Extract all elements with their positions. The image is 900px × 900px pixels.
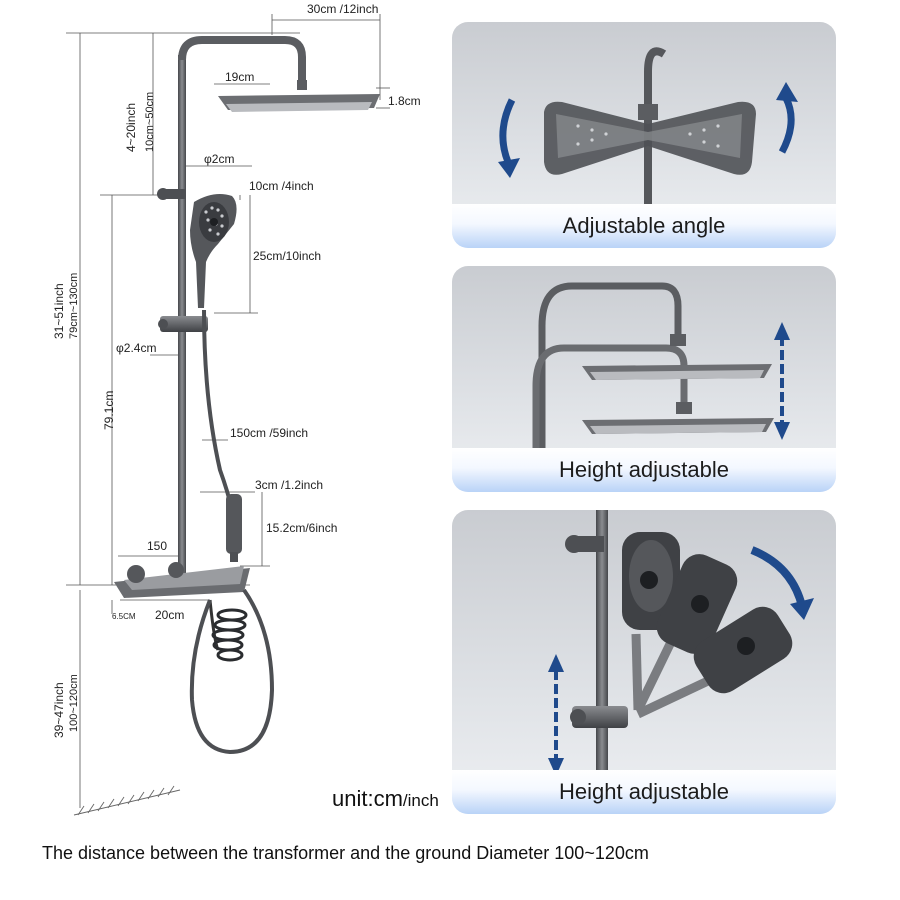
dim-hose-length: 150cm /59inch — [230, 426, 309, 440]
dimension-diagram: 30cm /12inch 19cm 1.8cm φ2cm 10cm /4inch… — [0, 0, 440, 830]
feature-panel-angle: Adjustable angle — [452, 22, 836, 248]
rotate-up-arrow — [778, 96, 795, 154]
handheld-head-2 — [656, 554, 738, 654]
dim-pipe-small: φ2cm — [204, 152, 235, 166]
caption-height-adjustable-handheld: Height adjustable — [452, 770, 836, 814]
height-handheld-illustration — [548, 510, 814, 814]
rotate-down-arrow — [499, 98, 516, 164]
dim-shelf-height: 6.5CM — [112, 612, 136, 621]
handheld-head-3 — [693, 606, 793, 694]
dim-sprayer-width: 3cm /1.2inch — [255, 478, 324, 492]
shower-fixture — [114, 36, 380, 755]
feature-panel-height-head: Height adjustable — [452, 266, 836, 492]
dim-top-width: 30cm /12inch — [307, 2, 379, 16]
unit-main: unit:cm — [332, 786, 403, 811]
dim-total-cm: 79cm~130cm — [68, 272, 80, 339]
dim-arm-drop-inch: 4~20inch — [124, 102, 138, 152]
dim-total-inch: 31~51inch — [52, 283, 66, 339]
dim-shelf-depth: 150 — [147, 539, 168, 553]
unit-label: unit:cm/inch — [332, 786, 439, 812]
feature-panel-height-handheld: Height adjustable — [452, 510, 836, 814]
dim-rail-length: 79.1cm — [102, 390, 116, 430]
dim-head-width: 19cm — [225, 70, 255, 84]
caption-height-adjustable-head: Height adjustable — [452, 448, 836, 492]
rotate-arrow — [750, 546, 806, 608]
dim-head-thickness: 1.8cm — [388, 94, 421, 108]
footer-note: The distance between the transformer and… — [42, 843, 649, 863]
dim-handheld-offset: 10cm /4inch — [249, 179, 314, 193]
ground-hatching — [73, 785, 181, 816]
unit-sub: /inch — [402, 791, 439, 810]
caption-adjustable-angle: Adjustable angle — [452, 204, 836, 248]
height-head-illustration — [532, 282, 790, 492]
dim-arm-drop-cm: 10cm~50cm — [144, 91, 156, 152]
dim-shelf-width: 20cm — [155, 608, 185, 622]
angle-illustration — [498, 47, 798, 248]
dim-sprayer-height: 15.2cm/6inch — [266, 521, 338, 535]
shower-system-drawing — [66, 14, 390, 816]
dim-floor-inch: 39~47inch — [52, 682, 66, 738]
dim-floor-cm: 100~120cm — [68, 674, 80, 732]
dim-handheld-length: 25cm/10inch — [253, 249, 322, 263]
dim-pipe-large: φ2.4cm — [116, 341, 157, 355]
